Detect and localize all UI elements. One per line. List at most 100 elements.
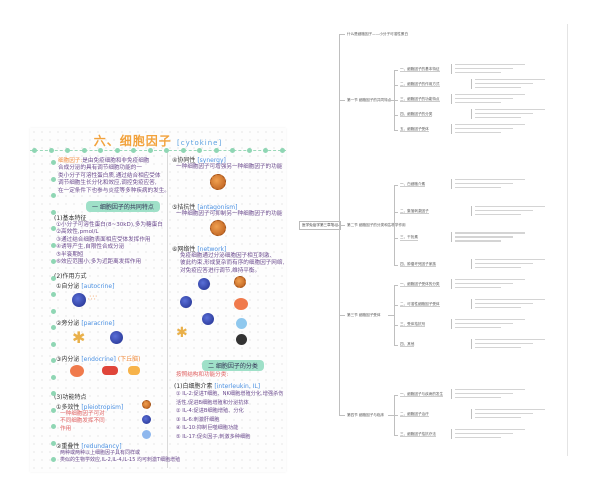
connector [471,259,472,269]
connector [388,100,394,101]
connector [394,345,398,346]
leaf-text-line [475,259,545,261]
mindmap-section: 第三节 细胞因子受体 [347,313,381,317]
leaf-text-line [475,213,521,215]
margin-dot [51,275,56,281]
leaf-text-line [475,303,533,305]
autocrine-heading: ①自分泌 [autocrine] [56,283,115,290]
leaf-text-line [455,429,525,431]
leaf-text-line [455,187,501,189]
leaf-text-line [455,132,501,134]
divider [30,150,286,151]
column-divider [167,150,168,468]
margin-dot [51,440,56,446]
section-heading-classification: 二 细胞因子的分类 [202,360,264,371]
handwritten-note: 六、细胞因子 [cytokine] 细胞因子:是由免疫细胞和非免疫细胞 合成分泌… [30,128,286,472]
margin-dot [51,259,56,264]
list-item: ⑤半衰期短 [56,251,84,258]
list-item: ① IL-2:促进T细胞、NK细胞增殖分化,增强杀伤 [176,391,284,397]
margin-dot [51,341,56,347]
antagonism-text: 一种细胞因子可抑制另一种细胞因子的功能 [176,211,283,217]
leaf-text-line [455,389,525,391]
margin-dot [246,148,252,153]
leaf-text-line [455,240,501,242]
leaf-text-line [475,339,545,341]
connector [451,232,452,243]
network-heading: ⑥网络性 [network] [172,246,227,253]
mindmap-node: 四、其他 [400,342,415,348]
mindmap-node: 二、集落刺激因子 [400,208,429,215]
cell-image [234,276,246,288]
il-list: ① IL-2:促进T细胞、NK细胞增殖分化,增强杀伤 活性,促进B细胞增殖和分泌… [176,390,283,442]
leaf-text-line [455,128,513,130]
cell-image [234,298,248,310]
function-heading: (3)功能特点 [54,394,87,401]
connector [394,325,398,326]
list-item: ②高效性,pmol/L [56,229,99,236]
blood-vessel-image [102,366,118,375]
margin-dot [51,193,56,198]
margin-dot [263,148,268,153]
leaf-text-line [475,263,533,265]
margin-dot [98,148,103,153]
leaf-text-line [455,279,525,281]
cell-image [210,220,226,236]
margin-dot [230,148,235,153]
connector [471,109,472,119]
basic-heading: (1)基本特征 [54,215,87,222]
connector [451,389,452,399]
il-heading: (1)白细胞介素 [interleukin, IL] [174,383,261,390]
connector [451,124,452,134]
margin-dot [65,148,70,153]
leaf-text-line [455,287,501,289]
list-item: ② IL-4:促进B细胞增殖、分化 [176,408,244,415]
connector [394,305,398,306]
mode-heading: (2)作用方式 [54,273,87,280]
leaf-text-line [475,205,545,207]
pleiotropism-heading: ①多效性 [pleiotropism] [56,404,124,411]
mindmap-node: 二、细胞因子治疗 [400,412,429,418]
cell-image [142,400,151,409]
connector [333,225,339,226]
synergy-heading: ④协同性 [synergy] [172,157,226,164]
list-item: 活性,促进B细胞增殖和分泌抗体 [176,399,249,406]
leaf-text-line [475,417,521,419]
margin-dot [147,148,153,153]
cytokine-dots: ∴∵ [88,294,97,302]
margin-dot [51,160,56,165]
leaf-text-line [455,319,525,321]
leaf-text-line [475,87,521,89]
connector [339,100,345,101]
leaf-text-line [475,83,533,85]
margin-dot [51,176,56,182]
scrollbar-track[interactable] [567,24,568,456]
leaf-text-line [455,323,513,325]
mindmap-section: 第一节 细胞因子的共同特点 [347,98,392,102]
connector [451,64,452,74]
connector [451,429,452,439]
mindmap-node: 三、细胞因子的功能特点 [400,97,440,103]
connector [394,130,398,131]
leaf-text-line [475,79,545,81]
t-cell-image [72,293,86,307]
margin-dot [51,242,56,248]
endocrine-heading: ③内分泌 [endocrine] (下丘脑) [56,356,141,363]
mindmap-node: 四、肿瘤坏死因子家族 [400,262,436,268]
cell-image [180,296,192,308]
mindmap-node: 三、受体拮抗剂 [400,322,426,328]
list-item: ④诱导产生,自限性合成分泌 [56,244,125,251]
leaf-text-line [475,267,521,269]
leaf-text-line [475,209,533,211]
mindmap-node: 五、细胞因子受体 [400,127,429,133]
leaf-text-line [455,98,513,100]
connector [394,265,398,266]
margin-dot [51,358,56,363]
connector [394,435,398,436]
mindmap-node: 三、细胞因子拮抗疗法 [400,432,436,438]
target-cell-image [110,331,123,344]
connector [339,34,345,35]
antagonism-heading: ⑤拮抗性 [antagonism] [172,204,238,211]
distant-cell-image [128,366,140,375]
